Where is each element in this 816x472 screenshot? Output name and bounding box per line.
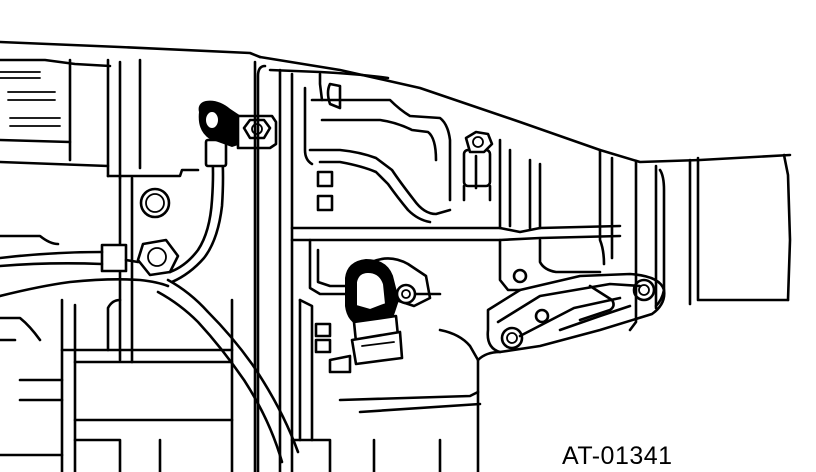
left-bolts [136, 187, 180, 277]
harness-connector [100, 243, 128, 273]
revolution-sensor [345, 257, 432, 366]
wire-harness [0, 243, 300, 464]
upper-speed-sensor [168, 100, 278, 284]
left-housing [0, 40, 262, 472]
lower-bracket [438, 272, 666, 362]
upper-right-bolt [462, 130, 494, 202]
center-housing [253, 60, 622, 472]
reference-code: AT-01341 [562, 442, 673, 470]
right-case [258, 55, 792, 332]
